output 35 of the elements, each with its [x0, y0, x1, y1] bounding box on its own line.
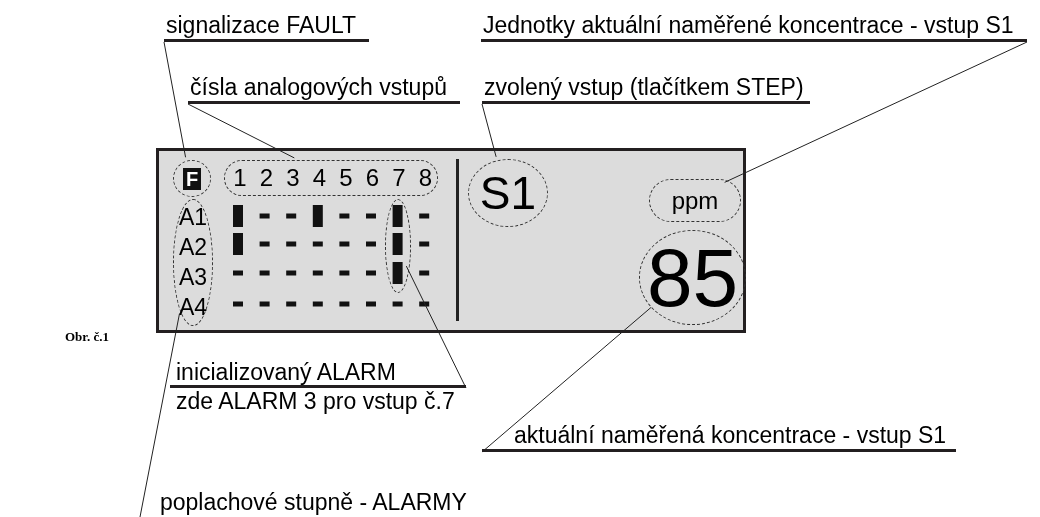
input-number: 7	[392, 166, 406, 190]
lcd-display-panel	[156, 148, 746, 333]
alarm-level: A3	[178, 266, 208, 290]
callout-label	[482, 422, 956, 452]
input-number: 1	[233, 166, 247, 190]
alarm-level: A2	[178, 235, 208, 259]
callout-label: inicializovaný ALARM	[170, 356, 466, 388]
input-number: 6	[365, 166, 380, 190]
input-number: 4	[312, 166, 327, 190]
alarm-level: A4	[178, 296, 208, 320]
display-value: S1	[479, 170, 537, 216]
callout-text: poplachové stupně - ALARMY	[160, 489, 467, 515]
input-number: 8	[418, 166, 433, 190]
callout-text: Jednotky aktuální naměřené koncentrace - vstup S1	[483, 12, 1014, 38]
callout-text: čísla analogových vstupů	[190, 74, 447, 100]
callout-label	[482, 74, 810, 104]
input-number: 5	[339, 166, 353, 190]
callout-text: aktuální naměřená koncentrace - vstup S1	[514, 422, 947, 448]
input-number: 2	[259, 166, 274, 190]
alarm-level: A1	[178, 205, 208, 229]
callout-label	[164, 12, 369, 42]
leader-line	[724, 41, 1028, 183]
callout-label	[188, 74, 460, 104]
callout-text: signalizace FAULT	[166, 12, 357, 38]
callout-text: zvolený vstup (tlačítkem STEP)	[484, 74, 804, 100]
input-number: 3	[286, 166, 300, 190]
fault-indicator: F	[182, 167, 202, 190]
leader-line	[481, 103, 497, 158]
figure-label: Obr. č.1	[65, 328, 109, 346]
callout-text: zde ALARM 3 pro vstup č.7	[175, 388, 456, 415]
leader-line	[163, 41, 187, 158]
callout-label	[481, 12, 1027, 42]
leader-line	[139, 313, 180, 517]
unit-text: ppm	[671, 188, 719, 213]
display-value: 85	[646, 236, 739, 319]
